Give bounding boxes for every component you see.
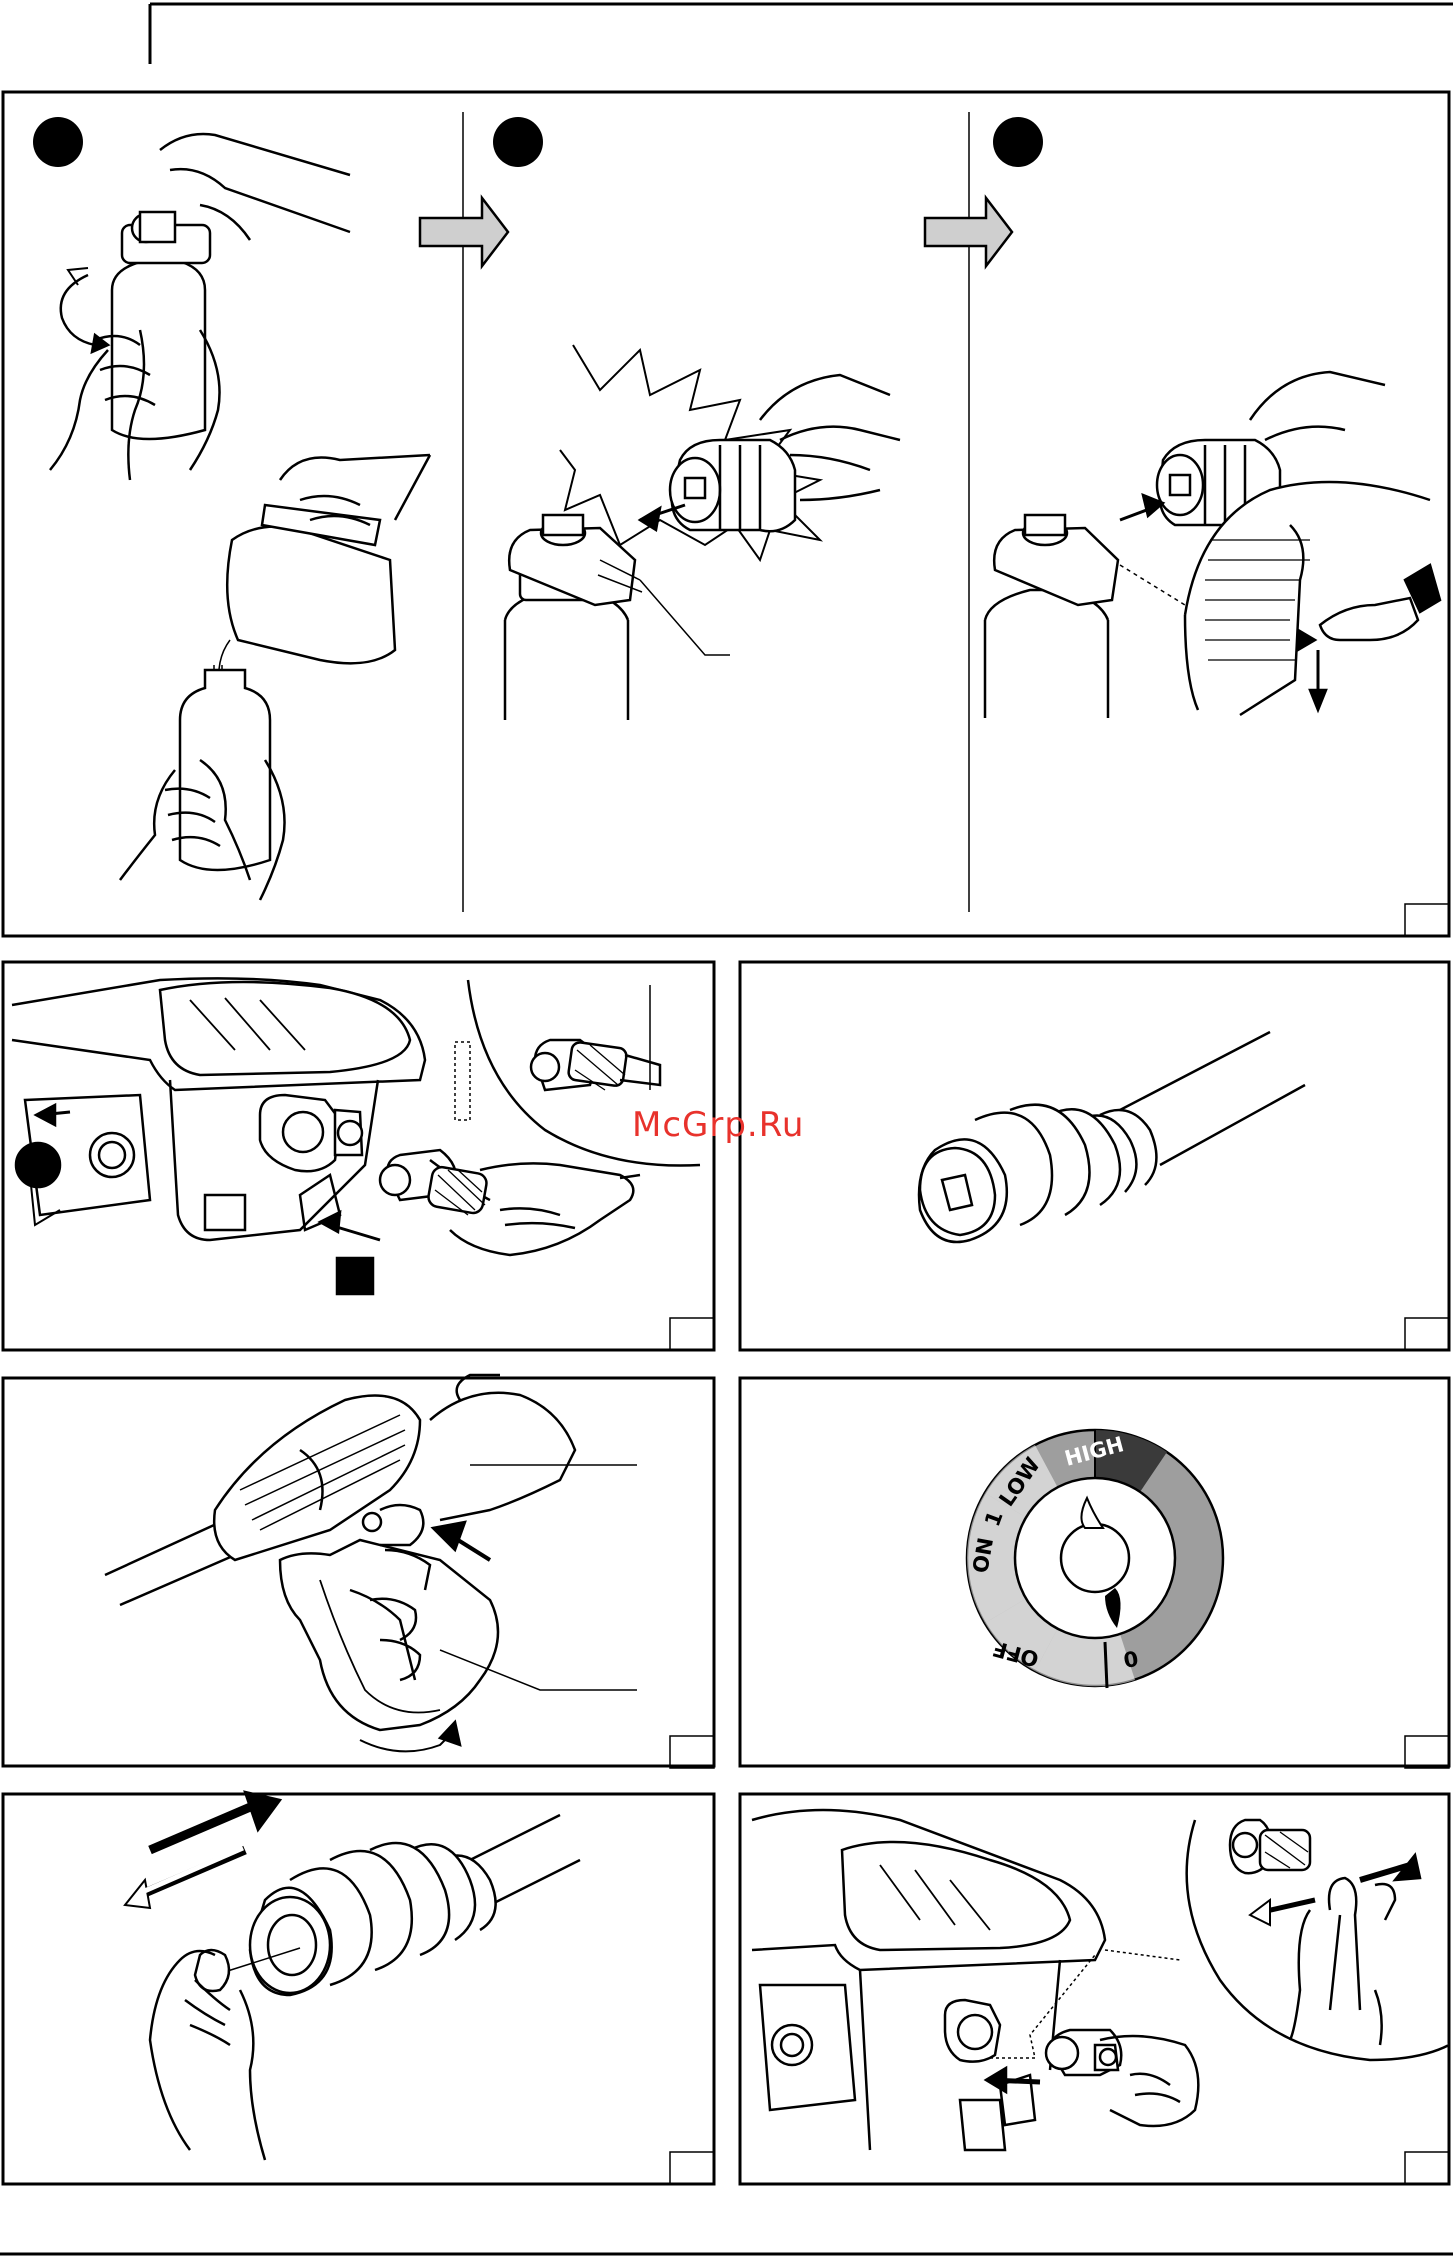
pressure-dial: ON 1 LOW HIGH OFF 0 bbox=[967, 1430, 1223, 1688]
nozzle-body bbox=[670, 440, 795, 531]
panel-top-wide bbox=[3, 92, 1449, 936]
page-number-box bbox=[670, 1736, 714, 1768]
step2-illustration bbox=[505, 345, 900, 720]
step-bullet bbox=[16, 1143, 60, 1187]
step-bullet bbox=[493, 117, 543, 167]
panel-pressure-dial: ON 1 LOW HIGH OFF 0 bbox=[740, 1378, 1449, 1768]
page-number-box bbox=[1405, 904, 1449, 936]
page-number-box bbox=[1405, 2152, 1449, 2184]
header-corner-line bbox=[150, 4, 1453, 64]
step-bullet bbox=[993, 117, 1043, 167]
step1-illustration bbox=[50, 134, 350, 480]
panel-nozzle-closeup bbox=[740, 962, 1449, 1350]
detail-lens bbox=[1187, 1820, 1449, 2060]
step-bullet bbox=[33, 117, 83, 167]
step3-illustration bbox=[985, 372, 1440, 718]
marker-square bbox=[337, 1258, 373, 1294]
step1-pour-illustration bbox=[120, 455, 430, 900]
page-number-box bbox=[1405, 1736, 1449, 1768]
panel-inlet-filter-removal bbox=[740, 1794, 1449, 2184]
page-number-box bbox=[1405, 1318, 1449, 1350]
page-number-box bbox=[670, 2152, 714, 2184]
next-step-arrow-icon bbox=[420, 198, 508, 266]
watermark-text: McGrp.Ru bbox=[632, 1105, 804, 1145]
page-number-box bbox=[670, 1318, 714, 1350]
panel-nozzle-cleaning bbox=[3, 1792, 714, 2184]
panel-hose-connection bbox=[3, 962, 714, 1350]
panel-spray-gun-trigger bbox=[3, 1375, 714, 1768]
